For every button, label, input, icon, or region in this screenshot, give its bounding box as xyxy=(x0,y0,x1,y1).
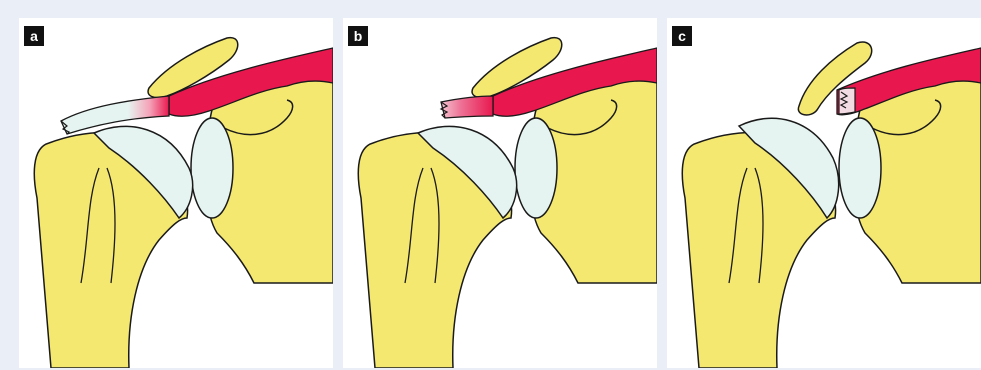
panel-b: b xyxy=(343,18,657,368)
panel-label-b: b xyxy=(348,26,368,46)
panel-label-c: c xyxy=(672,26,692,46)
panel-c: c xyxy=(667,18,981,368)
glenoid-cartilage xyxy=(839,118,881,218)
glenoid-cartilage xyxy=(515,118,557,218)
supraspinatus-tendon-retracted xyxy=(441,96,493,118)
panel-label-a: a xyxy=(24,26,44,46)
panel-c-illustration xyxy=(667,18,981,368)
panel-a: a xyxy=(19,18,333,368)
panel-b-illustration xyxy=(343,18,657,368)
panel-a-illustration xyxy=(19,18,333,368)
glenoid-cartilage xyxy=(191,118,233,218)
